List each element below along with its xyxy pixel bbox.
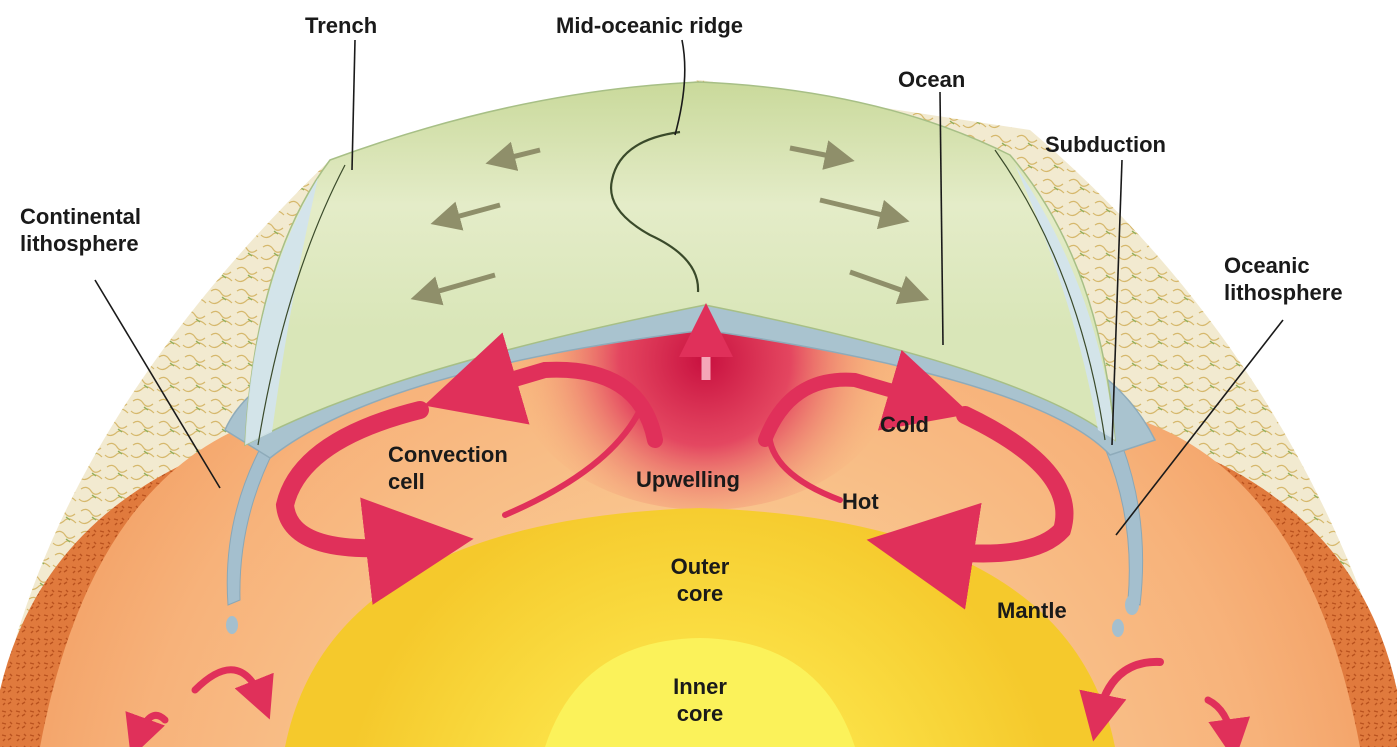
label-continental-line2: lithosphere — [20, 230, 141, 257]
label-convection-line1: Convection — [388, 441, 508, 468]
label-continental-line1: Continental — [20, 203, 141, 230]
label-subduction: Subduction — [1045, 131, 1166, 158]
label-inner-core: Inner core — [640, 673, 760, 727]
label-continental-lithosphere: Continental lithosphere — [20, 203, 141, 257]
label-outer-line1: Outer — [640, 553, 760, 580]
label-outer-core: Outer core — [640, 553, 760, 607]
label-outer-line2: core — [640, 580, 760, 607]
slab-droplet-left — [226, 616, 238, 634]
label-hot: Hot — [842, 488, 879, 515]
label-oceanic-line1: Oceanic — [1224, 252, 1343, 279]
label-inner-line2: core — [640, 700, 760, 727]
slab-droplet-right-a — [1125, 595, 1139, 615]
label-convection-line2: cell — [388, 468, 508, 495]
label-inner-line1: Inner — [640, 673, 760, 700]
label-mid-oceanic-ridge: Mid-oceanic ridge — [556, 12, 743, 39]
slab-droplet-right-b — [1112, 619, 1124, 637]
label-oceanic-lithosphere: Oceanic lithosphere — [1224, 252, 1343, 306]
label-cold: Cold — [880, 411, 929, 438]
label-ocean: Ocean — [898, 66, 965, 93]
label-oceanic-line2: lithosphere — [1224, 279, 1343, 306]
label-mantle: Mantle — [997, 597, 1067, 624]
label-trench: Trench — [305, 12, 377, 39]
label-convection-cell: Convection cell — [388, 441, 508, 495]
label-upwelling: Upwelling — [636, 466, 740, 493]
